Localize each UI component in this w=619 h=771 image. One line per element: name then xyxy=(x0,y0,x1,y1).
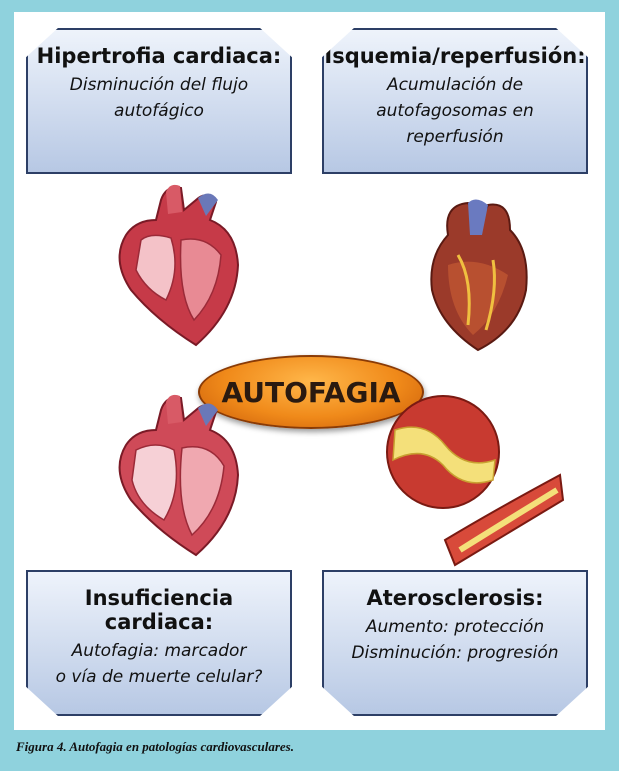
figure-caption: Figura 4. Autofagia en patologías cardio… xyxy=(16,739,294,755)
aterosclerosis-line-1: Aumento: protección xyxy=(324,614,586,640)
isquemia-line-1: Acumulación de xyxy=(324,72,586,98)
atherosclerotic-artery-illustration xyxy=(385,390,565,570)
hypertrophic-heart-illustration xyxy=(106,180,256,350)
insuficiencia-line-2: o vía de muerte celular? xyxy=(28,664,290,690)
hipertrofia-box: Hipertrofia cardiaca: Disminución del fl… xyxy=(26,28,292,174)
isquemia-box: Isquemia/reperfusión: Acumulación de aut… xyxy=(322,28,588,174)
isquemia-line-2: autofagosomas en xyxy=(324,98,586,124)
failing-heart-illustration xyxy=(106,390,256,560)
ischemic-heart-illustration xyxy=(418,195,538,355)
insuficiencia-title: Insuficiencia cardiaca: xyxy=(28,586,290,634)
hipertrofia-title: Hipertrofia cardiaca: xyxy=(28,44,290,68)
aterosclerosis-box: Aterosclerosis: Aumento: protección Dism… xyxy=(322,570,588,716)
isquemia-line-3: reperfusión xyxy=(324,124,586,150)
insuficiencia-box: Insuficiencia cardiaca: Autofagia: marca… xyxy=(26,570,292,716)
isquemia-title: Isquemia/reperfusión: xyxy=(324,44,586,68)
hipertrofia-line-2: autofágico xyxy=(28,98,290,124)
aterosclerosis-line-2: Disminución: progresión xyxy=(324,640,586,666)
insuficiencia-line-1: Autofagia: marcador xyxy=(28,638,290,664)
hipertrofia-line-1: Disminución del flujo xyxy=(28,72,290,98)
aterosclerosis-title: Aterosclerosis: xyxy=(324,586,586,610)
